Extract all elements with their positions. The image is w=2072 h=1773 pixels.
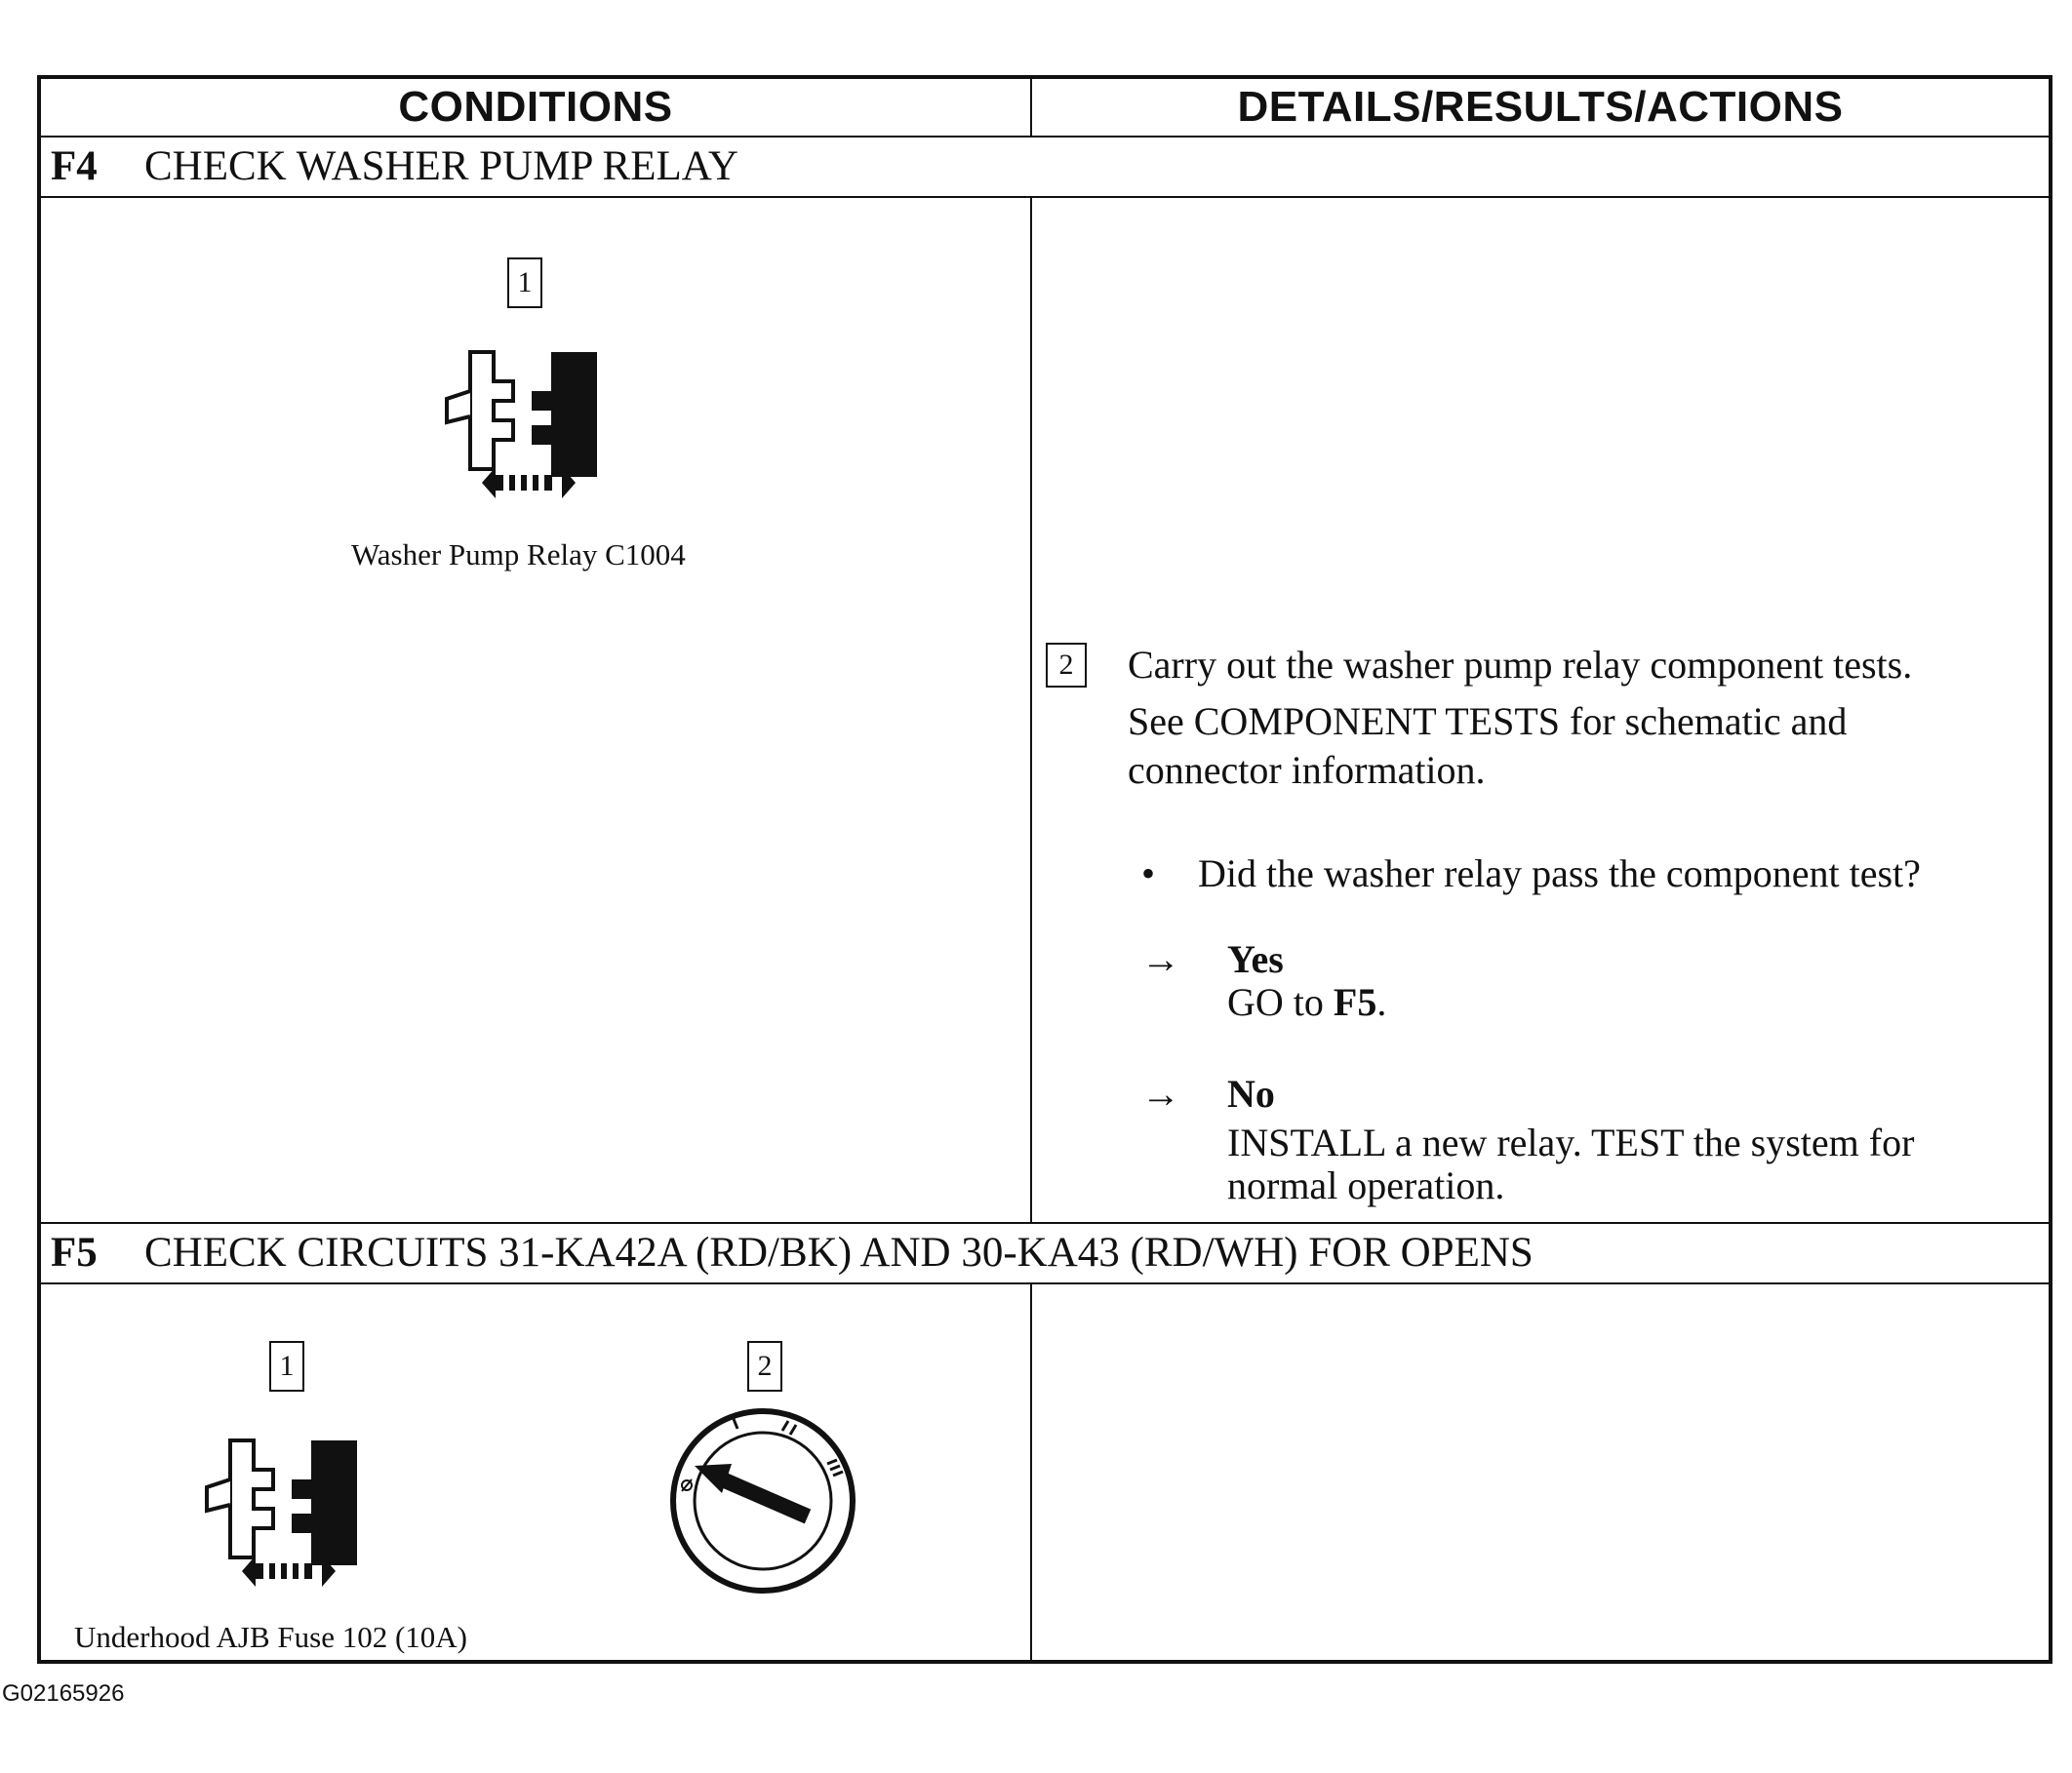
divider bbox=[41, 136, 2049, 138]
no-action: normal operation. bbox=[1227, 1163, 1505, 1207]
question-text: Did the washer relay pass the component … bbox=[1198, 851, 1921, 895]
divider bbox=[1030, 79, 1032, 136]
action-text: Carry out the washer pump relay componen… bbox=[1128, 643, 1913, 687]
relay-connector-icon bbox=[445, 350, 597, 477]
no-label: No bbox=[1227, 1072, 1275, 1116]
figure-id: G02165926 bbox=[2, 1680, 125, 1707]
step-id: F5 bbox=[51, 1229, 98, 1276]
yes-go-text: GO to bbox=[1227, 980, 1324, 1024]
yes-label: Yes bbox=[1227, 937, 1284, 981]
f5-caption: Underhood AJB Fuse 102 (10A) bbox=[74, 1620, 467, 1654]
step-title: CHECK WASHER PUMP RELAY bbox=[144, 142, 738, 189]
divider bbox=[41, 1282, 2049, 1284]
bullet: • bbox=[1141, 851, 1156, 895]
step-f5-title-row: F5 CHECK CIRCUITS 31-KA42A (RD/BK) AND 3… bbox=[51, 1223, 1534, 1281]
f4-caption: Washer Pump Relay C1004 bbox=[351, 537, 686, 571]
callout-number: 2 bbox=[1046, 643, 1087, 688]
action-text: See COMPONENT TESTS for schematic and bbox=[1128, 699, 1848, 743]
action-text: connector information. bbox=[1128, 748, 1486, 792]
yes-action: GO to F5. bbox=[1227, 978, 1386, 1027]
callout-number: 2 bbox=[747, 1341, 782, 1392]
arrow-icon: → bbox=[1141, 937, 1180, 981]
callout-number: 1 bbox=[269, 1341, 304, 1392]
diagnostic-table: CONDITIONS DETAILS/RESULTS/ACTIONS F4 CH… bbox=[37, 75, 2052, 1664]
divider bbox=[41, 1222, 2049, 1224]
arrow-icon: → bbox=[1141, 1072, 1180, 1116]
header-details: DETAILS/RESULTS/ACTIONS bbox=[1237, 83, 1844, 131]
divider bbox=[1030, 196, 1032, 1222]
divider bbox=[1030, 1282, 1032, 1660]
header-conditions: CONDITIONS bbox=[398, 83, 673, 131]
step-title: CHECK CIRCUITS 31-KA42A (RD/BK) AND 30-K… bbox=[144, 1229, 1534, 1276]
yes-target-link[interactable]: F5 bbox=[1333, 980, 1377, 1024]
yes-period: . bbox=[1376, 980, 1387, 1024]
divider bbox=[41, 196, 2049, 198]
step-f4-title-row: F4 CHECK WASHER PUMP RELAY bbox=[51, 137, 738, 195]
callout-number: 1 bbox=[507, 257, 542, 308]
step-id: F4 bbox=[51, 142, 98, 189]
ignition-switch-icon bbox=[670, 1408, 856, 1594]
double-arrow-icon bbox=[482, 467, 576, 498]
no-action: INSTALL a new relay. TEST the system for bbox=[1227, 1121, 1915, 1164]
relay-connector-icon bbox=[205, 1438, 357, 1565]
double-arrow-icon bbox=[242, 1556, 336, 1587]
